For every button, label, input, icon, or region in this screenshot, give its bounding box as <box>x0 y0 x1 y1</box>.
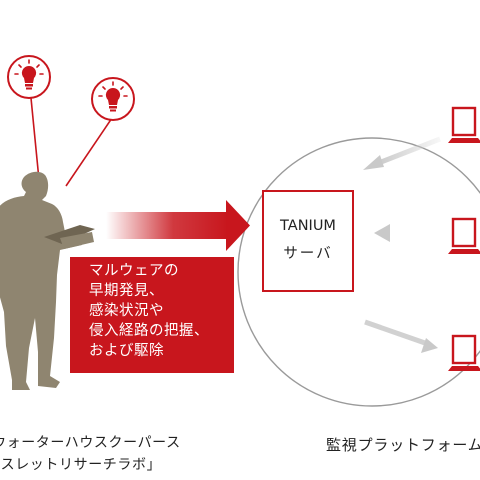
lightbulb-icon <box>7 55 51 99</box>
connector-line <box>65 117 113 187</box>
person-with-laptop-icon <box>0 171 95 390</box>
laptop-icon <box>446 334 480 373</box>
capability-line: 早期発見、 <box>89 283 164 299</box>
capability-line: 侵入経路の把握、 <box>89 323 209 339</box>
server-name: TANIUM <box>280 218 336 234</box>
right-caption: 監視プラットフォーム <box>326 436 480 454</box>
capability-line: および駆除 <box>89 343 164 359</box>
gray-arrow-middle <box>374 224 448 242</box>
monitoring-platform-circle <box>237 137 480 407</box>
server-label: サーバ <box>283 246 333 262</box>
tanium-server-box: TANIUM サーバ <box>262 190 354 292</box>
capabilities-box: マルウェアの 早期発見、 感染状況や 侵入経路の把握、 および駆除 <box>70 257 234 373</box>
lightbulb-icon <box>91 77 135 121</box>
laptop-icon <box>446 217 480 256</box>
capability-line: マルウェアの <box>89 263 179 279</box>
big-arrow-icon <box>106 200 250 251</box>
capability-line: 感染状況や <box>89 303 164 319</box>
gray-arrow-lower <box>364 319 438 353</box>
left-caption-line1: ウォーターハウスクーパース <box>0 435 181 451</box>
gray-arrow-upper <box>363 136 441 170</box>
laptop-icon <box>446 106 480 145</box>
left-caption-line2: 「スレットリサーチラボ」 <box>0 457 162 473</box>
